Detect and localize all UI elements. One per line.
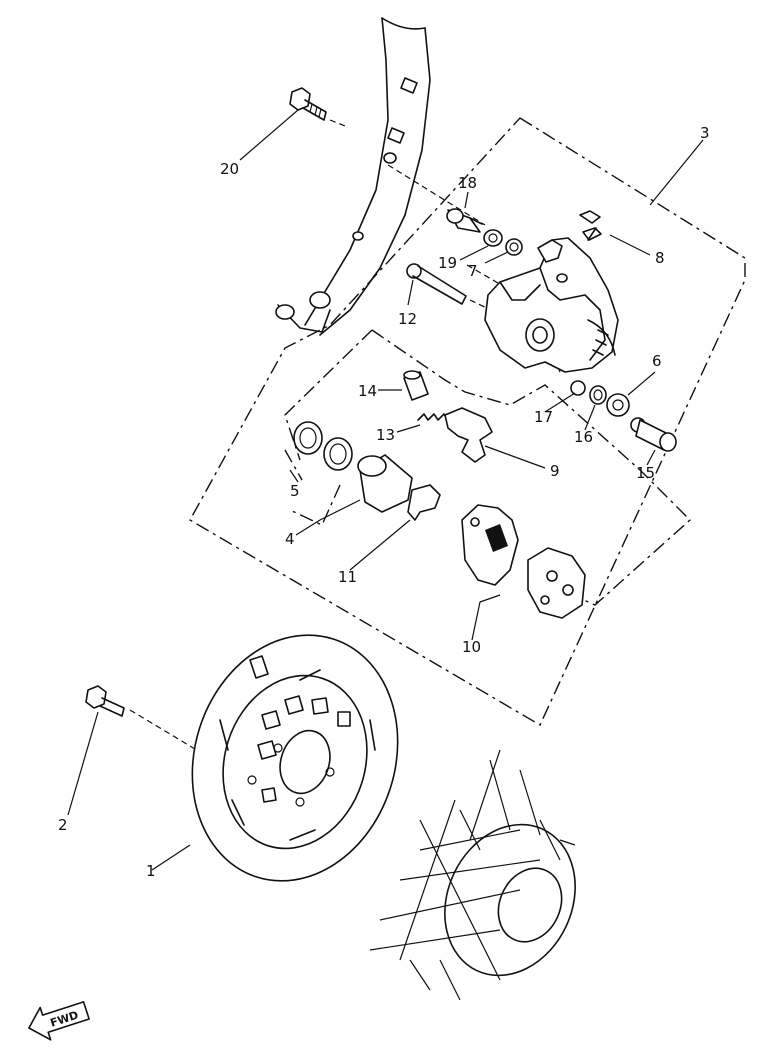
callout-8: 8 bbox=[655, 249, 665, 267]
callout-18: 18 bbox=[458, 174, 477, 192]
part-6 bbox=[606, 393, 630, 417]
callout-labels: 1 2 3 4 5 6 7 8 9 10 11 12 13 14 15 16 1… bbox=[58, 124, 710, 880]
callout-3: 3 bbox=[700, 124, 710, 142]
callout-9: 9 bbox=[550, 462, 560, 480]
callout-5: 5 bbox=[290, 482, 300, 500]
part-17 bbox=[570, 380, 586, 396]
brake-disc bbox=[191, 634, 399, 882]
callout-4: 4 bbox=[285, 530, 295, 548]
caliper-body bbox=[484, 237, 619, 373]
callout-leaders bbox=[67, 109, 704, 871]
inner-parts-outline bbox=[284, 329, 692, 606]
part-12 bbox=[406, 263, 467, 305]
bolt-20 bbox=[289, 87, 327, 121]
part-8 bbox=[579, 210, 602, 241]
seal-group-outline bbox=[284, 449, 341, 526]
part-16 bbox=[589, 385, 607, 405]
fork-tube bbox=[275, 17, 431, 336]
part-10 bbox=[461, 504, 586, 619]
callout-12: 12 bbox=[398, 310, 417, 328]
callout-16: 16 bbox=[574, 428, 593, 446]
forward-direction-badge: FWD bbox=[28, 1001, 90, 1041]
callout-1: 1 bbox=[146, 862, 156, 880]
part-5 bbox=[293, 421, 353, 471]
part-15 bbox=[630, 417, 677, 452]
callout-15: 15 bbox=[636, 464, 655, 482]
callout-17: 17 bbox=[534, 408, 553, 426]
part-19 bbox=[483, 229, 503, 247]
callout-2: 2 bbox=[58, 816, 68, 834]
wheel-hub bbox=[369, 749, 576, 1001]
part-18 bbox=[446, 208, 483, 233]
part-7 bbox=[505, 238, 523, 256]
part-13 bbox=[417, 413, 449, 421]
callout-6: 6 bbox=[652, 352, 662, 370]
callout-7: 7 bbox=[468, 262, 478, 280]
callout-14: 14 bbox=[358, 382, 377, 400]
callout-11: 11 bbox=[338, 568, 357, 586]
part-14 bbox=[403, 370, 429, 401]
callout-19: 19 bbox=[438, 254, 457, 272]
part-4 bbox=[357, 454, 413, 513]
part-9 bbox=[444, 407, 493, 463]
bolt-2 bbox=[85, 685, 125, 717]
caliper-assembly-outline bbox=[189, 117, 746, 726]
part-11 bbox=[407, 484, 441, 521]
callout-20: 20 bbox=[220, 160, 239, 178]
callout-10: 10 bbox=[462, 638, 481, 656]
callout-13: 13 bbox=[376, 426, 395, 444]
